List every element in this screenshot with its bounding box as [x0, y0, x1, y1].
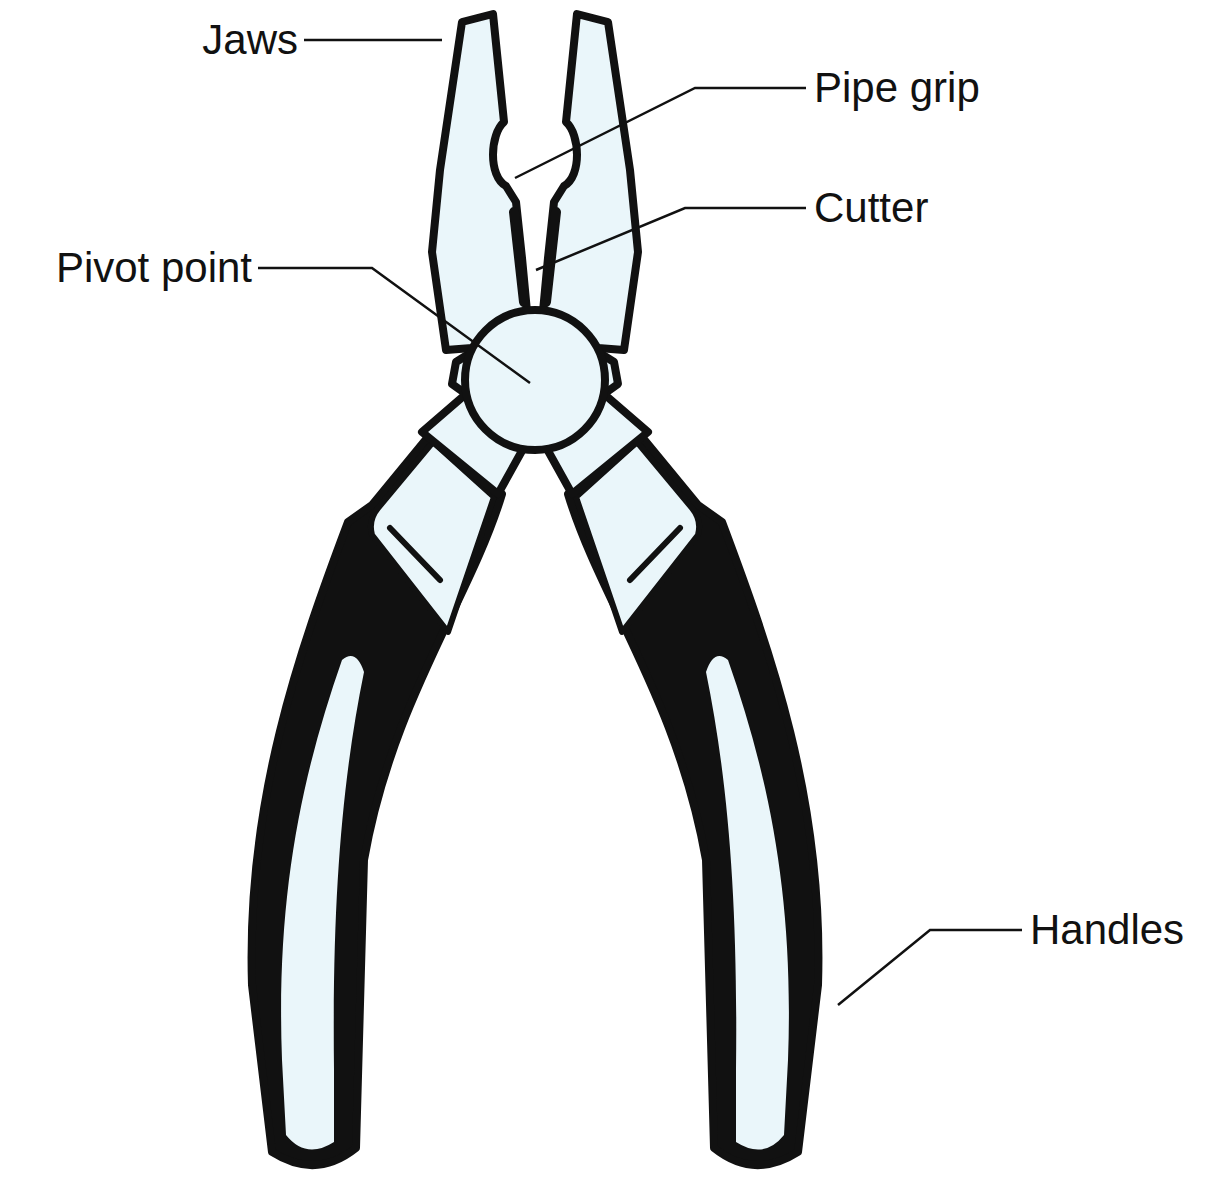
leader-line [838, 930, 1022, 1005]
part-label: Pivot point [56, 247, 252, 289]
leader-line [258, 268, 530, 383]
leader-line [515, 88, 806, 178]
part-label: Pipe grip [814, 67, 980, 109]
leader-line [536, 208, 806, 270]
part-label: Cutter [814, 187, 928, 229]
leader-line [304, 39, 442, 42]
part-label: Jaws [202, 19, 298, 61]
leader-lines [258, 40, 1022, 1005]
part-label: Handles [1030, 909, 1184, 951]
pivot-circle [465, 310, 605, 450]
